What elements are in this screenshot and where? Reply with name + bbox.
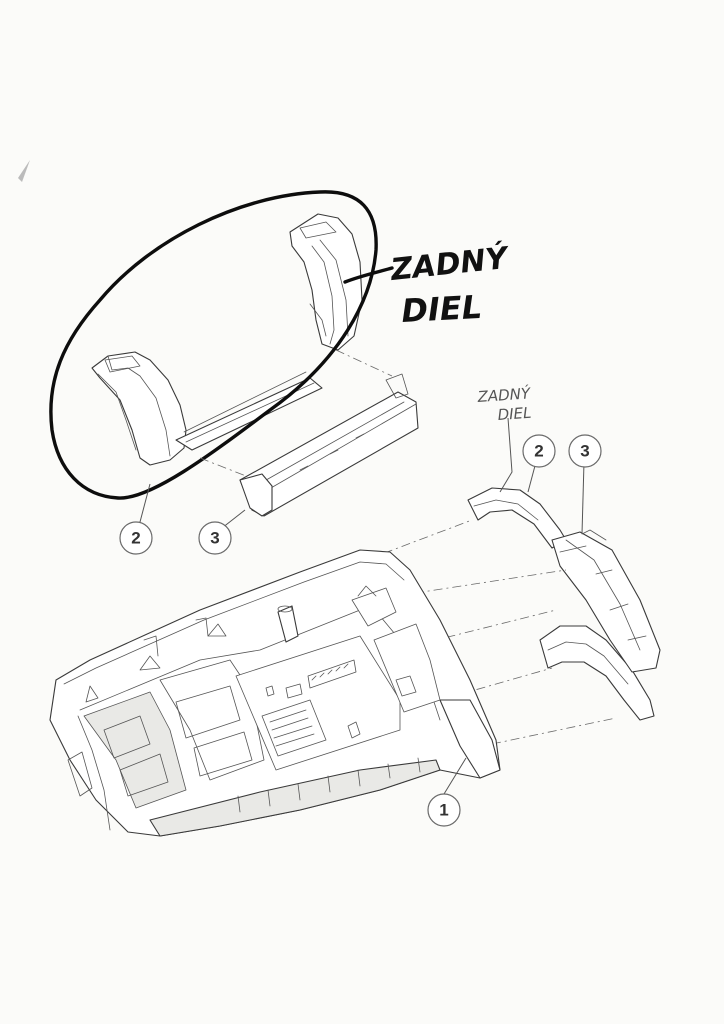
- part-3-clip-bracket-top: [239, 373, 419, 517]
- svg-text:3: 3: [580, 442, 589, 461]
- callout-right-2: 2: [522, 434, 556, 468]
- part-3-clip-bracket-right: [551, 529, 661, 673]
- callout-top-2: 2: [119, 521, 153, 555]
- annotation-diel-line2: DIEL: [400, 288, 483, 330]
- annotation-small-diel: DIEL: [497, 404, 532, 424]
- marker-circle-around-back-part: [49, 190, 378, 500]
- annotation-zadny-line1: ZADNÝ: [388, 240, 512, 288]
- svg-text:1: 1: [439, 801, 448, 820]
- callout-top-3: 3: [198, 521, 232, 555]
- svg-text:3: 3: [210, 529, 219, 548]
- alignment-lines-top: [199, 349, 393, 477]
- callout-right-3: 3: [568, 434, 602, 468]
- annotation-small-zadny: ZADNÝ: [476, 383, 532, 406]
- callout-bottom-1: 1: [427, 793, 461, 827]
- part-1-main-housing: [49, 549, 501, 837]
- scan-corner-mark: [18, 160, 30, 182]
- svg-text:2: 2: [534, 442, 543, 461]
- part-2-back-bezel-top: [91, 213, 363, 466]
- marker-arrow-stroke: [343, 266, 394, 284]
- svg-text:2: 2: [131, 529, 140, 548]
